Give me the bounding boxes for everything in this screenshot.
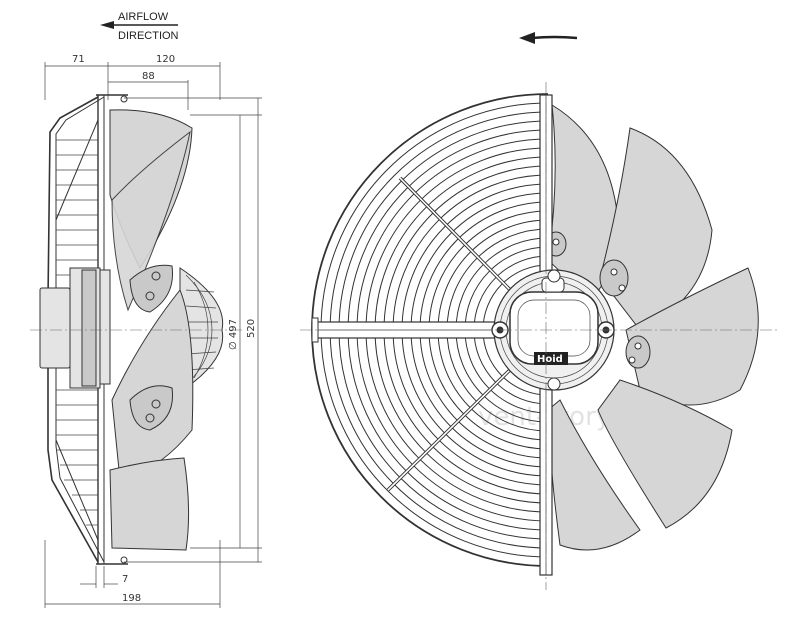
dim-71: 71 bbox=[72, 54, 85, 65]
dim-120: 120 bbox=[156, 54, 175, 65]
blades-front bbox=[545, 104, 759, 551]
airflow-direction-label: AIRFLOW DIRECTION bbox=[100, 11, 179, 42]
dim-198: 198 bbox=[122, 593, 141, 604]
arrow-left-icon bbox=[100, 21, 178, 29]
blades-side bbox=[109, 109, 194, 551]
front-view: vent-story.ru bbox=[300, 82, 778, 590]
top-dimensions: 71 120 88 bbox=[44, 54, 221, 110]
manufacturer-logo-text: Hoid bbox=[537, 354, 563, 365]
guard-grille-spokes bbox=[386, 176, 522, 492]
dim-88: 88 bbox=[142, 71, 155, 82]
airflow-label-line1: AIRFLOW bbox=[118, 11, 169, 23]
dim-diameter-497: ∅ 497 bbox=[228, 319, 239, 350]
blade-root-plates bbox=[545, 231, 651, 369]
side-view: 71 120 88 bbox=[30, 54, 262, 608]
vertical-dimensions: ∅ 497 520 bbox=[124, 97, 262, 563]
bottom-dimensions: 7 198 bbox=[44, 540, 221, 608]
motor-side bbox=[39, 267, 111, 389]
airflow-label-line2: DIRECTION bbox=[118, 30, 179, 42]
manufacturer-logo bbox=[534, 352, 568, 365]
dim-7: 7 bbox=[122, 574, 128, 585]
rotation-arrow-icon bbox=[519, 32, 578, 44]
dim-520: 520 bbox=[246, 319, 257, 338]
